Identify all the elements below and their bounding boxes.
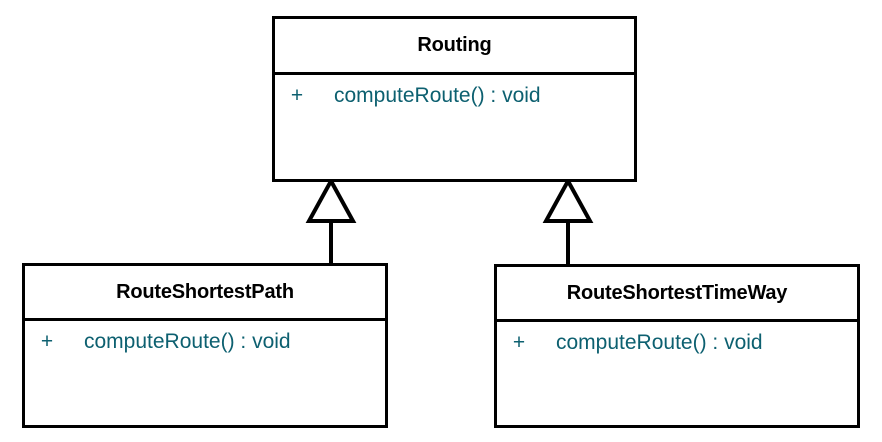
generalization-time-way-arrowhead (542, 176, 594, 223)
uml-member-row: + computeRoute() : void (497, 331, 857, 355)
uml-class-route-shortest-time-way-members-compartment: + computeRoute() : void (497, 322, 857, 425)
uml-class-route-shortest-time-way-name: RouteShortestTimeWay (566, 281, 788, 304)
uml-member-visibility: + (512, 331, 526, 354)
uml-class-route-shortest-time-way-name-compartment: RouteShortestTimeWay (497, 267, 857, 322)
uml-class-routing-members-compartment: + computeRoute() : void (275, 75, 634, 179)
uml-member-signature: computeRoute() : void (84, 330, 291, 353)
uml-member-signature: computeRoute() : void (556, 331, 763, 354)
uml-class-routing-name-compartment: Routing (275, 19, 634, 75)
uml-member-visibility: + (290, 84, 304, 107)
uml-class-route-shortest-path-name-compartment: RouteShortestPath (25, 266, 385, 321)
uml-member-row: + computeRoute() : void (25, 330, 385, 354)
uml-class-routing-name: Routing (417, 34, 492, 56)
uml-class-route-shortest-path-members-compartment: + computeRoute() : void (25, 321, 385, 425)
uml-class-route-shortest-path-name: RouteShortestPath (116, 280, 294, 303)
generalization-path (305, 176, 357, 263)
generalization-time-way (542, 176, 594, 264)
generalization-path-arrowhead (305, 176, 357, 223)
uml-class-route-shortest-time-way[interactable]: RouteShortestTimeWay + computeRoute() : … (494, 264, 860, 428)
uml-member-signature: computeRoute() : void (334, 84, 541, 107)
uml-member-visibility: + (40, 330, 54, 353)
uml-member-row: + computeRoute() : void (275, 84, 634, 108)
uml-class-routing[interactable]: Routing + computeRoute() : void (272, 16, 637, 182)
uml-class-route-shortest-path[interactable]: RouteShortestPath + computeRoute() : voi… (22, 263, 388, 428)
